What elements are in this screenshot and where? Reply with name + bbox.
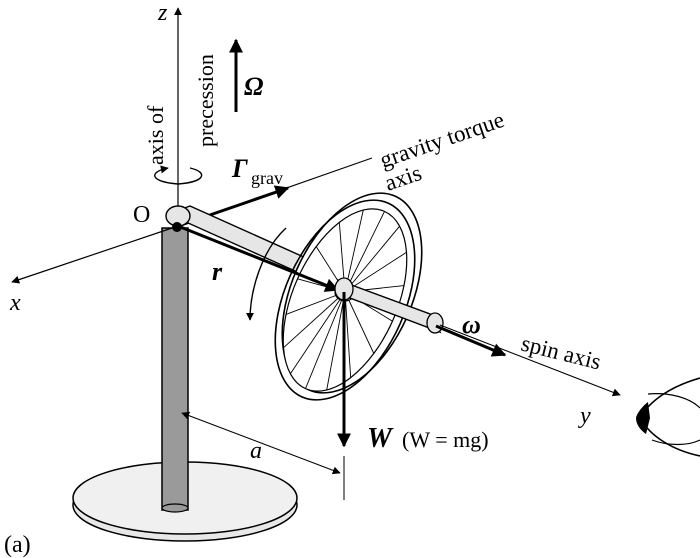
- r-vector: [177, 224, 340, 292]
- stand-rod: [161, 227, 189, 511]
- y-axis: [439, 324, 621, 397]
- spin-omega-vector: [435, 324, 507, 357]
- wheel-spoke: [283, 291, 346, 349]
- z-axis-label: z: [157, 0, 168, 26]
- distance-a-label: a: [250, 438, 262, 464]
- wheel-spoke: [344, 291, 375, 354]
- weight-label: W (W = mg): [367, 423, 489, 454]
- weight-symbol: W: [367, 423, 394, 454]
- axis-of-precession-line1: axis of: [143, 105, 168, 165]
- wheel-spoke: [344, 225, 400, 293]
- gamma-subscript: grav: [251, 168, 283, 188]
- gravity-torque-axis-label-line1: gravity torque: [376, 107, 507, 173]
- spin-rotation-arrow: [246, 227, 287, 321]
- r-vector-label: r: [212, 257, 223, 286]
- wheel-spoke: [326, 291, 346, 391]
- spin-omega-label: ω: [462, 310, 481, 339]
- y-axis-label: y: [578, 403, 591, 429]
- wheel-spoke: [344, 291, 352, 378]
- wheel-spoke: [305, 291, 346, 389]
- wheel-spoke: [285, 291, 346, 315]
- wheel-spoke: [344, 251, 407, 293]
- precession-omega-label: Ω: [244, 72, 263, 101]
- origin-label: O: [133, 202, 150, 228]
- wheel-spoke: [290, 291, 346, 375]
- eye-icon: [636, 377, 700, 457]
- origin-point: [172, 222, 182, 232]
- wheel-spoke: [344, 209, 364, 293]
- precession-rotation-icon: [154, 165, 203, 185]
- spin-axis-label: spin axis: [519, 331, 604, 375]
- x-axis: [11, 225, 179, 284]
- distance-a-dimension: [181, 411, 345, 500]
- x-axis-label: x: [9, 290, 21, 316]
- gravity-torque-vector-label: Γ grav: [231, 154, 283, 188]
- gamma-symbol: Γ: [231, 154, 248, 183]
- wheel-spoke: [344, 211, 385, 293]
- weight-equation: (W = mg): [402, 427, 489, 452]
- panel-label: (a): [4, 532, 31, 558]
- axis-of-precession-line2: precession: [193, 54, 218, 147]
